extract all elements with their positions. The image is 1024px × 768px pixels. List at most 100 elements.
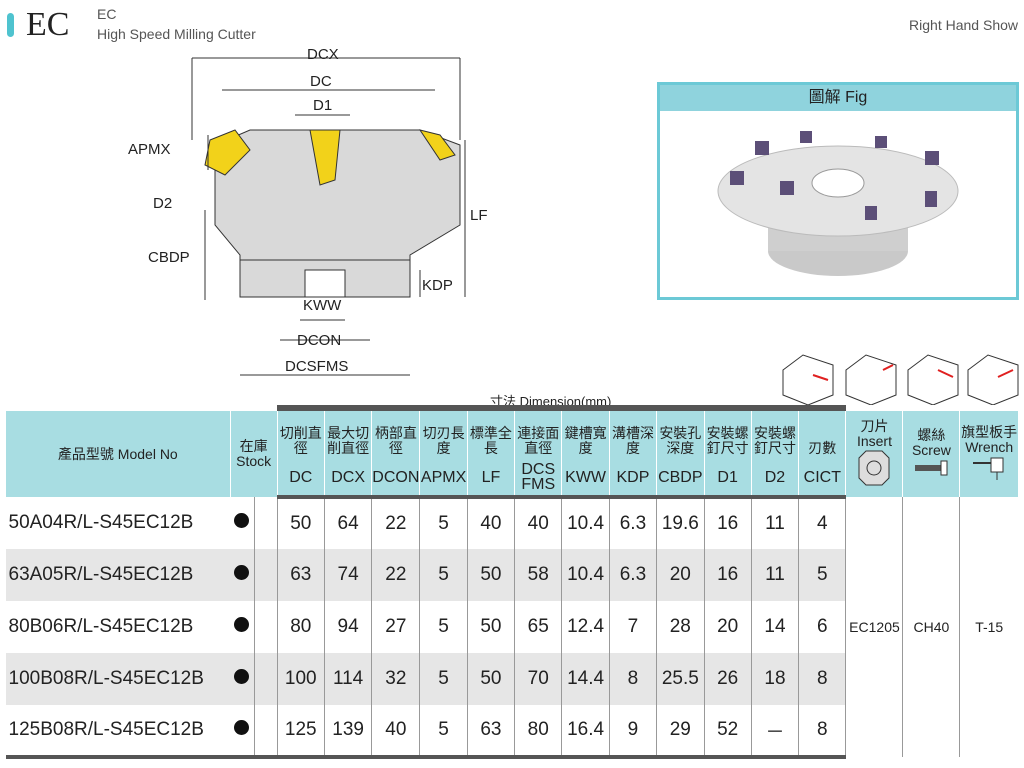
- value-kww: 14.4: [561, 653, 610, 705]
- figure-title: 圖解 Fig: [660, 85, 1016, 111]
- stock-cell: [230, 549, 255, 601]
- value-kww: 10.4: [561, 497, 610, 549]
- value-dcx: 64: [323, 497, 372, 549]
- col-cn-dc: 切削直徑: [276, 411, 325, 459]
- model-no: 63A05R/L-S45EC12B: [5, 549, 231, 601]
- value-kww: 10.4: [561, 549, 610, 601]
- wrench-value: T-15: [959, 497, 1018, 757]
- accent-bar: [7, 13, 14, 37]
- in-stock-dot: [234, 617, 250, 632]
- value-dcsfms: 65: [514, 601, 562, 653]
- insert-icon: [858, 450, 890, 485]
- model-no: 125B08R/L-S45EC12B: [5, 705, 231, 759]
- screw-icon: [915, 460, 948, 475]
- cutter-diagram: DCX DC D1 APMX D2 LF CBDP KDP KWW DCON D…: [120, 40, 500, 390]
- hand-note: Right Hand Show: [909, 17, 1018, 33]
- value-dcon: 32: [371, 653, 420, 705]
- value-kdp: 6.3: [608, 497, 657, 549]
- value-dcx: 74: [323, 549, 372, 601]
- label-dc: DC: [310, 73, 332, 90]
- value-cict: 5: [798, 549, 846, 601]
- col-cbdp: CBDP: [656, 459, 704, 499]
- model-no: 80B06R/L-S45EC12B: [8, 616, 194, 637]
- value-kdp: 7: [608, 601, 657, 653]
- value-dcsfms: 70: [514, 653, 562, 705]
- label-dcsfms: DCSFMS: [285, 358, 349, 375]
- value-dcx: 94: [323, 601, 372, 653]
- value-d1: 52: [703, 705, 752, 759]
- col-dcon: DCON: [371, 459, 420, 499]
- value-dcsfms: 80: [514, 705, 562, 759]
- value-dcsfms: 58: [514, 549, 562, 601]
- value-dcon: 40: [371, 705, 420, 759]
- value-dcx: 139: [323, 705, 372, 759]
- label-apmx: APMX: [128, 141, 171, 158]
- insert-orientation-icons: [778, 345, 1023, 406]
- value-dc: 50: [276, 497, 325, 549]
- value-kww: 12.4: [561, 601, 610, 653]
- value-d2: 11: [750, 549, 799, 601]
- col-lf: LF: [466, 459, 515, 499]
- cutter-photo: [717, 131, 959, 276]
- subtitle: High Speed Milling Cutter: [97, 26, 256, 42]
- in-stock-dot: [234, 513, 250, 528]
- col-kww: KWW: [561, 459, 610, 499]
- value-lf: 50: [466, 549, 515, 601]
- value-cict: 8: [798, 653, 846, 705]
- subtitle-code: EC: [97, 6, 117, 22]
- value-apmx: 5: [419, 653, 468, 705]
- col-cn-lf: 標準全長: [466, 411, 515, 459]
- value-lf: 50: [466, 601, 515, 653]
- value-kdp: 9: [608, 705, 657, 759]
- stock-cell-2: [253, 497, 278, 549]
- stock-cell: [230, 497, 254, 549]
- value-d1: 16: [703, 497, 752, 549]
- value-d1: 20: [703, 601, 752, 653]
- value-dc: 125: [276, 705, 325, 759]
- value-kdp: 6.3: [608, 549, 657, 601]
- col-dc: DC: [276, 459, 325, 499]
- col-cn-kdp: 溝槽深度: [608, 411, 657, 459]
- value-cict: 6: [798, 601, 846, 653]
- value-apmx: 5: [419, 601, 468, 653]
- col-d2: D2: [750, 459, 799, 499]
- wrench-icon: [973, 457, 1004, 480]
- stock-cell-2: [253, 705, 278, 759]
- insert-value: EC1205: [845, 497, 903, 757]
- label-dcx: DCX: [307, 46, 339, 63]
- value-apmx: 5: [419, 497, 468, 549]
- label-kww: KWW: [303, 297, 342, 314]
- label-d2: D2: [153, 195, 173, 212]
- col-cn-apmx: 切刃長度: [419, 411, 468, 459]
- value-lf: 63: [466, 705, 515, 759]
- value-d1: 26: [703, 653, 752, 705]
- value-cbdp: 20: [656, 549, 704, 601]
- col-d1: D1: [703, 459, 752, 499]
- col-cn-cbdp: 安裝孔深度: [656, 411, 704, 459]
- col-dcx: DCX: [323, 459, 372, 499]
- col-cict: CICT: [798, 459, 846, 499]
- value-dc: 63: [276, 549, 325, 601]
- value-d1: 16: [703, 549, 752, 601]
- col-cn-cict: 刃數: [798, 411, 846, 459]
- col-dcsfms: DCS FMS: [514, 459, 562, 499]
- value-d2: 18: [750, 653, 799, 705]
- in-stock-dot: [234, 669, 250, 684]
- value-dcon: 27: [371, 601, 420, 653]
- value-dc: 80: [276, 601, 325, 653]
- value-lf: 50: [466, 653, 515, 705]
- value-cbdp: 19.6: [656, 497, 704, 549]
- value-dcx: 114: [323, 653, 372, 705]
- col-cn-d1: 安裝螺釘尺寸: [703, 411, 752, 459]
- label-cbdp: CBDP: [148, 249, 190, 266]
- stock-cell-2: [253, 601, 278, 653]
- model-no: 50A04R/L-S45EC12B: [8, 512, 194, 533]
- value-dcon: 22: [371, 549, 420, 601]
